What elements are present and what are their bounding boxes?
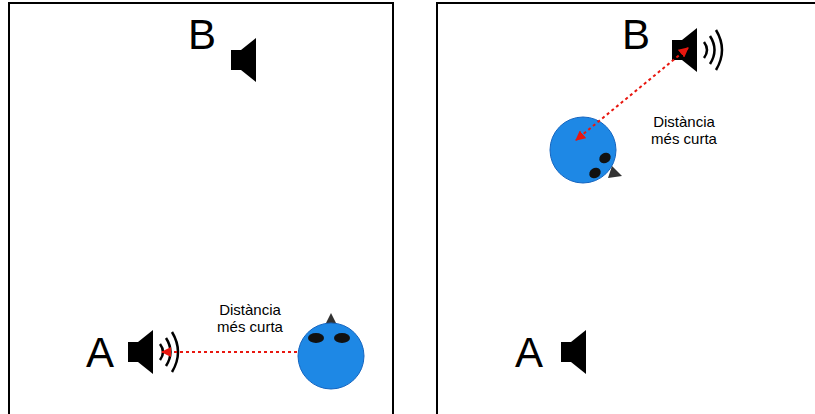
panel-frame [9,3,393,414]
speaker-icon [672,28,722,72]
robot [550,117,622,183]
distance-arrow [162,351,320,353]
distance-label: Distància més curta [206,300,294,337]
speaker-label: A [515,332,543,374]
speaker-icon [561,330,586,374]
panel-frame [437,3,815,414]
distance-label: Distància més curta [640,112,728,149]
speaker-icon [231,38,256,82]
speaker-label: B [622,14,650,56]
speaker-label: B [188,14,216,56]
robot [298,313,364,389]
speaker-label: A [86,332,114,374]
